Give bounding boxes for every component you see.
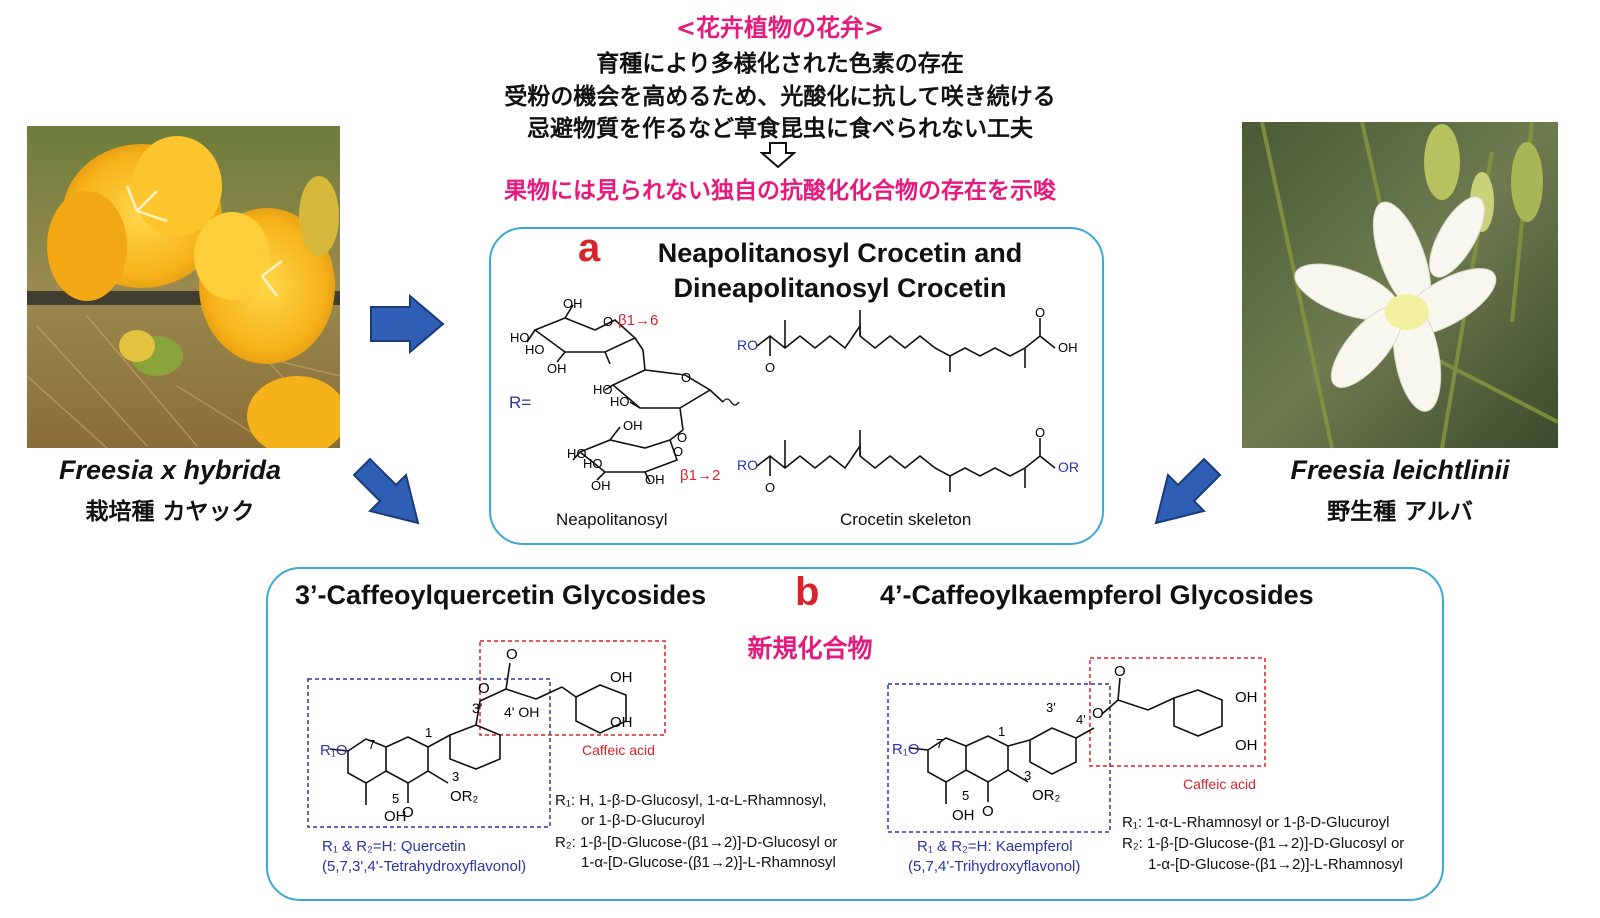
atom-o-3: O bbox=[677, 430, 687, 445]
header-line-2: 受粉の機会を高めるため、光酸化に抗して咲き続ける bbox=[504, 84, 1056, 110]
atom-o-top-right: O bbox=[1035, 305, 1045, 320]
panel-b-right-title: 4’-Caffeoylkaempferol Glycosides bbox=[880, 580, 1314, 610]
q-oh-3: OH bbox=[384, 808, 407, 825]
atom-o-top-left: O bbox=[765, 360, 775, 375]
right-arrow-icon bbox=[370, 293, 445, 355]
q-r1o: R₁O bbox=[320, 742, 348, 759]
panel-b bbox=[266, 567, 1444, 901]
q-oh-2: OH bbox=[610, 714, 633, 731]
atom-or-bottom: OR bbox=[1058, 459, 1079, 475]
q-r1-line-2: or 1-β-D-Glucuroyl bbox=[581, 812, 705, 829]
left-species: Freesia x hybrida bbox=[58, 455, 282, 485]
atom-oh-1: OH bbox=[563, 296, 583, 311]
k-o-ester: O bbox=[1092, 705, 1104, 722]
q-pos-3p: 3' bbox=[472, 700, 482, 716]
down-arrow-icon bbox=[760, 142, 796, 168]
header-conclusion: 果物には見られない独自の抗酸化化合物の存在を示唆 bbox=[504, 178, 1056, 204]
k-caffeic-label: Caffeic acid bbox=[1183, 776, 1256, 792]
right-variety: 野生種 アルバ bbox=[1327, 499, 1473, 525]
atom-oh-4: OH bbox=[591, 478, 611, 493]
k-o-carbonyl: O bbox=[1114, 663, 1126, 680]
atom-ho-3: HO bbox=[593, 382, 613, 397]
atom-ho-2: HO bbox=[525, 342, 545, 357]
neapolitanosyl-caption: Neapolitanosyl bbox=[556, 510, 668, 529]
k-pos-3: 3 bbox=[1024, 768, 1031, 783]
q-note-2: (5,7,3',4'-Tetrahydroxyflavonol) bbox=[322, 858, 527, 875]
k-oh-2: OH bbox=[1235, 737, 1258, 754]
atom-oh-3: OH bbox=[623, 418, 643, 433]
q-pos-4p: 4' OH bbox=[504, 704, 539, 720]
k-oh-1: OH bbox=[1235, 689, 1258, 706]
q-pos-1: 1 bbox=[425, 725, 432, 740]
k-r2-line-1: R₂: 1-β-[D-Glucose-(β1→2)]-D-Glucosyl or bbox=[1122, 835, 1405, 852]
q-caffeic-label: Caffeic acid bbox=[582, 742, 655, 758]
q-note-1: R₁ & R₂=H: Quercetin bbox=[322, 838, 466, 855]
atom-ho-4: HO bbox=[610, 394, 630, 409]
q-o-ester: O bbox=[478, 680, 490, 697]
q-o-carbonyl: O bbox=[506, 646, 518, 663]
r-label: R= bbox=[509, 393, 531, 412]
q-or2: OR₂ bbox=[450, 788, 479, 805]
atom-oh-top-right: OH bbox=[1058, 340, 1078, 355]
quercetin-structure: OH OH O O 3' 4' OH R₁O 7 1 3 OR₂ 5 OH O … bbox=[307, 640, 666, 828]
white-freesia-photo bbox=[1242, 122, 1558, 448]
atom-ho-6: HO bbox=[583, 456, 603, 471]
atom-oh-5: OH bbox=[645, 472, 665, 487]
k-note-1: R₁ & R₂=H: Kaempferol bbox=[917, 838, 1073, 855]
beta16-label: β1→6 bbox=[618, 312, 658, 329]
atom-ho-5: HO bbox=[567, 446, 587, 461]
k-r1-line-1: R₁: 1-α-L-Rhamnosyl or 1-β-D-Glucuroyl bbox=[1122, 814, 1390, 831]
down-right-arrow-icon bbox=[352, 457, 420, 525]
atom-ho-1: HO bbox=[510, 330, 530, 345]
panel-a-structures: OH HO HO OH O β1→6 HO HO O O R= OH HO HO… bbox=[509, 296, 1079, 495]
q-r1-line-1: R₁: H, 1-β-D-Glucosyl, 1-α-L-Rhamnosyl, bbox=[555, 792, 827, 809]
atom-ro-top: RO bbox=[737, 337, 758, 353]
k-or2: OR₂ bbox=[1032, 787, 1061, 804]
panel-b-left-title: 3’-Caffeoylquercetin Glycosides bbox=[295, 580, 707, 610]
k-r1o: R₁O bbox=[892, 741, 920, 758]
panel-a-title-2: Dineapolitanosyl Crocetin bbox=[673, 273, 1007, 303]
panel-b-subtitle: 新規化合物 bbox=[747, 634, 873, 663]
header-title: <花卉植物の花弁> bbox=[675, 14, 885, 42]
panel-a-letter: a bbox=[578, 226, 601, 270]
k-pos-4p: 4' bbox=[1076, 712, 1086, 727]
atom-o-2: O bbox=[681, 370, 691, 385]
k-note-2: (5,7,4'-Trihydroxyflavonol) bbox=[908, 858, 1081, 875]
atom-o-1: O bbox=[603, 314, 613, 329]
atom-o-bottom-left: O bbox=[765, 480, 775, 495]
k-pos-1: 1 bbox=[998, 724, 1005, 739]
down-left-arrow-icon bbox=[1154, 457, 1222, 525]
beta12-label: β1→2 bbox=[680, 467, 720, 484]
panel-a bbox=[489, 227, 1104, 545]
atom-ro-bottom: RO bbox=[737, 457, 758, 473]
atom-o-4: O bbox=[673, 444, 683, 459]
header-line-1: 育種により多様化された色素の存在 bbox=[596, 51, 964, 77]
panel-a-title-1: Neapolitanosyl Crocetin and bbox=[657, 238, 1023, 268]
q-r2-line-1: R₂: 1-β-[D-Glucose-(β1→2)]-D-Glucosyl or bbox=[555, 834, 838, 851]
atom-o-bottom-right: O bbox=[1035, 425, 1045, 440]
k-o-ketone: O bbox=[982, 803, 994, 820]
q-pos-3: 3 bbox=[452, 769, 459, 784]
atom-oh-2: OH bbox=[547, 361, 567, 376]
k-oh-3: OH bbox=[952, 807, 975, 824]
yellow-freesia-photo bbox=[27, 126, 340, 448]
header-line-3: 忌避物質を作るなど草食昆虫に食べられない工夫 bbox=[527, 116, 1033, 142]
q-pos-5: 5 bbox=[392, 791, 399, 806]
k-pos-3p: 3' bbox=[1046, 700, 1056, 715]
k-r2-line-2: 1-α-[D-Glucose-(β1→2)]-L-Rhamnosyl bbox=[1148, 856, 1403, 873]
left-variety: 栽培種 カヤック bbox=[85, 499, 255, 525]
q-oh-1: OH bbox=[610, 669, 633, 686]
right-species: Freesia leichtlinii bbox=[1290, 455, 1510, 485]
crocetin-skeleton-caption: Crocetin skeleton bbox=[840, 510, 972, 529]
k-pos-7: 7 bbox=[936, 736, 943, 751]
kaempferol-structure: OH OH O O 3' 4' R₁O 7 1 3 OR₂ 5 OH O Caf… bbox=[887, 657, 1266, 833]
q-r2-line-2: 1-α-[D-Glucose-(β1→2)]-L-Rhamnosyl bbox=[581, 854, 836, 871]
q-pos-7: 7 bbox=[368, 737, 375, 752]
k-pos-5: 5 bbox=[962, 788, 969, 803]
q-o-ketone: O bbox=[402, 804, 414, 821]
panel-b-letter: b bbox=[795, 570, 820, 614]
